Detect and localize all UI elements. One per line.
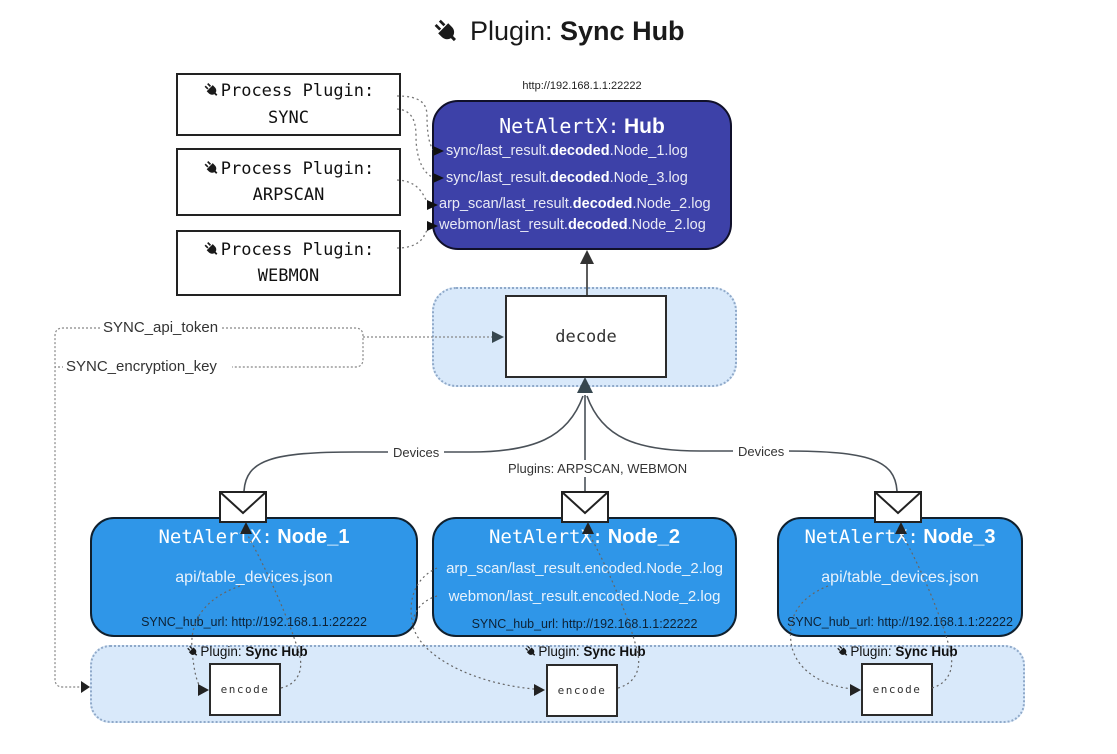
decode-label: decode <box>555 326 617 347</box>
node-2-hub-url: SYNC_hub_url: http://192.168.1.1:22222 <box>471 617 698 631</box>
band-plugin-label: Plugin: Sync Hub <box>807 644 987 659</box>
node-2-file: arp_scan/last_result.encoded.Node_2.log <box>446 560 723 577</box>
envelope-icon <box>561 491 609 523</box>
process-plugin-label: Process Plugin: <box>203 237 374 263</box>
process-plugin-name: SYNC <box>268 107 309 128</box>
plug-icon <box>204 83 218 97</box>
decode-box: decode <box>505 295 667 378</box>
plug-icon <box>435 19 457 42</box>
sync-encryption-key-label: SYNC_encryption_key <box>63 358 220 375</box>
devices-label-right: Devices <box>733 443 790 460</box>
node-3-hub-url: SYNC_hub_url: http://192.168.1.1:22222 <box>787 615 1013 629</box>
hub-log-line: arp_scan/last_result.decoded.Node_2.log <box>439 196 711 212</box>
encode-box: encode <box>861 663 933 716</box>
node-3-title: NetAlertX: Node_3 <box>804 526 996 548</box>
node-2-file: webmon/last_result.encoded.Node_2.log <box>448 588 721 605</box>
process-plugin-box-webmon: Process Plugin: WEBMON <box>176 230 401 296</box>
hub-title: NetAlertX: Hub <box>432 114 732 139</box>
process-plugin-label: Process Plugin: <box>203 156 374 182</box>
encode-box: encode <box>546 664 618 717</box>
plugins-label-middle: Plugins: ARPSCAN, WEBMON <box>503 460 693 477</box>
envelope-icon <box>874 491 922 523</box>
process-plugin-name: WEBMON <box>257 266 320 286</box>
node-1-title: NetAlertX: Node_1 <box>158 526 350 548</box>
title-prefix: Plugin: <box>469 16 553 46</box>
plugin-to-hub-connectors <box>396 95 436 249</box>
hub-log-line: sync/last_result.decoded.Node_3.log <box>446 170 688 186</box>
title-name: Sync Hub <box>560 16 685 46</box>
page-title: Plugin: Sync Hub <box>0 16 1117 48</box>
hub-title-name: Hub <box>624 115 665 138</box>
node-1-file: api/table_devices.json <box>175 569 333 586</box>
process-plugin-name: ARPSCAN <box>252 185 325 205</box>
sync-api-token-label: SYNC_api_token <box>100 319 222 336</box>
hub-log-line: sync/last_result.decoded.Node_1.log <box>446 143 688 159</box>
hub-bottom-arrowhead <box>580 250 594 264</box>
process-plugin-box-sync: Process Plugin: SYNC <box>176 73 401 136</box>
hub-log-line: webmon/last_result.decoded.Node_2.log <box>439 217 706 233</box>
band-entry-arrowhead <box>81 681 90 693</box>
band-plugin-label: Plugin: Sync Hub <box>495 644 675 659</box>
encode-box: encode <box>209 663 281 716</box>
node-3-file: api/table_devices.json <box>821 569 979 586</box>
plug-icon <box>204 160 218 174</box>
node-2-title: NetAlertX: Node_2 <box>488 526 681 548</box>
band-plugin-label: Plugin: Sync Hub <box>157 644 337 659</box>
envelope-icon <box>219 491 267 523</box>
plug-icon <box>204 241 218 255</box>
process-plugin-label: Process Plugin: <box>203 78 374 104</box>
hub-url: http://192.168.1.1:22222 <box>522 80 642 92</box>
hub-title-prefix: NetAlertX: <box>499 114 620 138</box>
node-1-hub-url: SYNC_hub_url: http://192.168.1.1:22222 <box>141 615 367 629</box>
hub-box <box>432 100 732 250</box>
devices-label-left: Devices <box>388 444 445 461</box>
process-plugin-box-arpscan: Process Plugin: ARPSCAN <box>176 148 401 216</box>
